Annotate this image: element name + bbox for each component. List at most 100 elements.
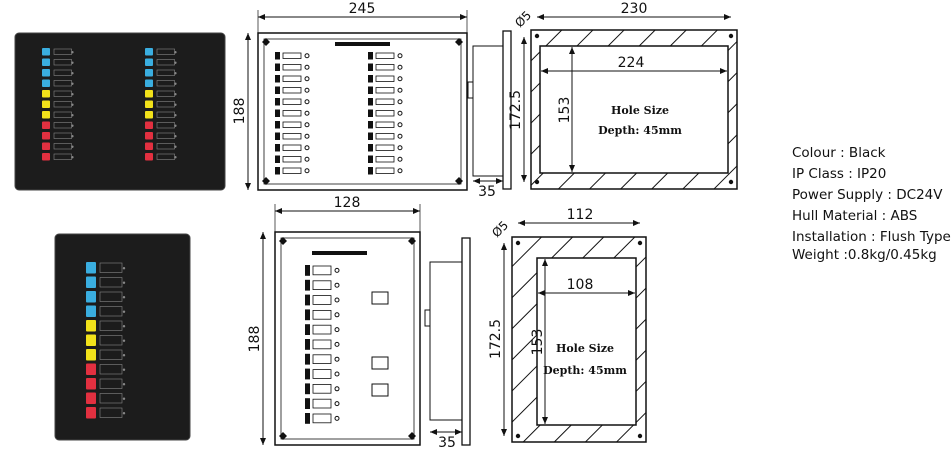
rocker-switch bbox=[86, 320, 96, 332]
indicator-circle bbox=[397, 64, 403, 70]
mounting-hole bbox=[262, 177, 270, 185]
rocker-switch bbox=[86, 305, 96, 317]
rocker-switch bbox=[145, 58, 153, 66]
indicator-led bbox=[122, 310, 126, 313]
rocker-switch bbox=[145, 79, 153, 87]
indicator-circle bbox=[397, 133, 403, 139]
fuse-holder bbox=[371, 383, 389, 397]
depth-label: Depth: 45mm bbox=[598, 124, 682, 137]
cutout-view-large: 230 224 153 172.5 Ø5 Hole Size Depth: 45… bbox=[508, 1, 738, 190]
switch-outline bbox=[368, 132, 373, 140]
rocker-switch bbox=[145, 132, 153, 140]
label-slot bbox=[282, 98, 302, 105]
switch-outline bbox=[275, 121, 280, 129]
indicator-led bbox=[71, 156, 74, 159]
circuit-label bbox=[99, 393, 123, 404]
dim-height: 188 bbox=[232, 98, 248, 125]
rocker-switch bbox=[86, 407, 96, 419]
label-slot bbox=[375, 98, 395, 105]
indicator-circle bbox=[304, 168, 310, 174]
label-slot bbox=[375, 144, 395, 151]
rocker-switch bbox=[86, 378, 96, 390]
label-slot bbox=[282, 52, 302, 59]
spec-power-supply: Power Supply : DC24V bbox=[792, 187, 943, 203]
label-slot bbox=[375, 52, 395, 59]
rocker-switch bbox=[145, 100, 153, 108]
indicator-led bbox=[174, 135, 177, 138]
switch-outline bbox=[368, 167, 373, 175]
rocker-switch bbox=[145, 142, 153, 150]
indicator-led bbox=[174, 82, 177, 85]
indicator-circle bbox=[304, 99, 310, 105]
indicator-circle bbox=[397, 76, 403, 82]
label-slot bbox=[375, 64, 395, 71]
indicator-circle bbox=[334, 356, 340, 362]
switch-outline bbox=[368, 144, 373, 152]
switch-outline bbox=[368, 155, 373, 163]
label-slot bbox=[282, 64, 302, 71]
switch-outline bbox=[305, 324, 310, 335]
rocker-switch bbox=[86, 262, 96, 274]
spec-weight: Weight :0.8kg/0.45kg bbox=[792, 247, 937, 263]
indicator-led bbox=[71, 124, 74, 127]
switch-outline bbox=[275, 144, 280, 152]
rocker-switch bbox=[145, 69, 153, 77]
switch-outline bbox=[305, 398, 310, 409]
rocker-switch bbox=[42, 90, 50, 98]
dim-width: 245 bbox=[349, 1, 376, 17]
mounting-hole bbox=[408, 237, 416, 245]
label-slot bbox=[282, 144, 302, 151]
dim-cutout-inner: 108 bbox=[567, 277, 594, 293]
switch-outline bbox=[305, 368, 310, 380]
label-slot bbox=[375, 167, 395, 174]
label-slot bbox=[312, 413, 332, 424]
switch-outline bbox=[275, 155, 280, 163]
mounting-hole bbox=[455, 177, 463, 185]
label-slot bbox=[282, 156, 302, 163]
side-view-small: 35 bbox=[424, 237, 471, 451]
switch-outline bbox=[305, 309, 310, 321]
indicator-led bbox=[122, 383, 126, 386]
indicator-circle bbox=[397, 122, 403, 128]
switch-outline bbox=[305, 279, 310, 291]
dim-height: 188 bbox=[247, 326, 263, 353]
indicator-circle bbox=[304, 64, 310, 70]
product-photo-large bbox=[14, 32, 226, 191]
indicator-led bbox=[174, 72, 177, 75]
indicator-circle bbox=[334, 267, 340, 273]
switch-outline bbox=[305, 413, 310, 424]
indicator-circle bbox=[334, 312, 340, 318]
switch-outline bbox=[368, 52, 373, 60]
dim-depth: 35 bbox=[438, 435, 456, 451]
circuit-label bbox=[99, 291, 123, 302]
indicator-circle bbox=[334, 401, 340, 407]
front-view-small: 128 188 bbox=[247, 195, 421, 446]
dim-depth: 35 bbox=[478, 184, 496, 200]
indicator-led bbox=[122, 397, 126, 400]
rocker-switch bbox=[86, 363, 96, 375]
switch-outline bbox=[368, 86, 373, 94]
indicator-circle bbox=[334, 297, 340, 303]
switch-outline bbox=[368, 121, 373, 129]
switch-outline bbox=[305, 383, 310, 395]
rocker-switch bbox=[145, 121, 153, 129]
label-slot bbox=[312, 280, 332, 290]
front-view-large: 245 188 bbox=[232, 1, 468, 191]
mounting-hole bbox=[262, 38, 270, 46]
indicator-led bbox=[71, 51, 74, 54]
label-slot bbox=[312, 309, 332, 320]
mounting-hole bbox=[279, 432, 287, 440]
switch-outline bbox=[275, 167, 280, 175]
label-slot bbox=[312, 324, 332, 335]
rocker-switch bbox=[145, 48, 153, 56]
dim-cutout-outer: 112 bbox=[567, 207, 594, 223]
fuse-holder bbox=[371, 291, 389, 305]
indicator-circle bbox=[304, 87, 310, 93]
indicator-led bbox=[71, 72, 74, 75]
indicator-led bbox=[71, 114, 74, 117]
label-slot bbox=[282, 133, 302, 140]
spec-hull-material: Hull Material : ABS bbox=[792, 208, 918, 224]
switch-outline bbox=[368, 63, 373, 71]
dim-mount-height: 172.5 bbox=[508, 90, 524, 130]
